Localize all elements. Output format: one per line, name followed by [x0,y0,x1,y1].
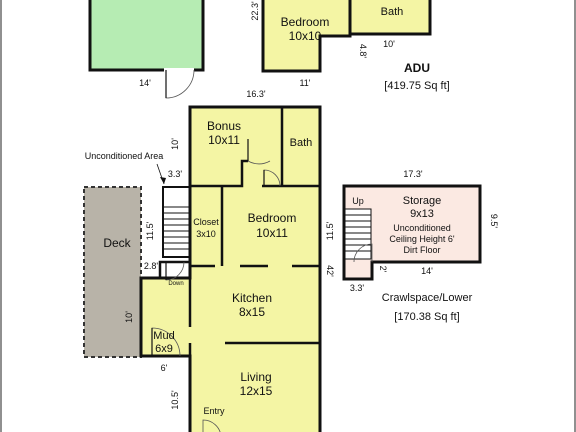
bedroom-label: Bedroom [247,211,297,225]
lower-dim-width: 17.3' [403,169,423,179]
kitchen-label: Kitchen [231,291,273,305]
lower-stair-dim: 11.5' [325,221,336,241]
adu-dim-width: 11' [299,78,311,88]
adu-bedroom-label: Bedroom [280,15,330,29]
crawlspace-title: Crawlspace/Lower [381,292,473,304]
adu-dim-bath: 10' [383,39,395,49]
adu-dim-height: 22.3' [250,1,261,21]
main-dim-width: 16.3' [246,89,266,99]
green-door-swing [165,69,195,99]
up-label: Up [352,196,364,206]
main-bath-label: Bath [289,137,313,149]
kitchen-size: 8x15 [238,305,266,319]
lower-dim-bottom: 14' [421,266,433,276]
lower-dim-height: 9.5' [488,213,499,229]
landing-dim: 2.8' [143,261,159,271]
bonus-size: 10x11 [208,133,240,147]
storage-note-ceiling: Ceiling Height 6' [389,234,455,244]
deck-label: Deck [103,236,131,250]
adu-bath-label: Bath [380,6,404,18]
living-size: 12x15 [239,384,273,398]
adu-area: [419.75 Sq ft] [384,80,450,92]
deck-area [83,186,142,358]
crawlspace-area: [170.38 Sq ft] [394,311,460,323]
bedroom-size: 10x11 [256,226,288,240]
closet-label: Closet [193,217,219,227]
door-leaves [151,139,265,356]
mud-label: Mud [153,330,175,342]
storage-note-unconditioned: Unconditioned [393,223,451,233]
interior-walls [141,107,320,356]
bonus-label: Bonus [206,119,242,133]
main-stairs [162,206,190,258]
green-structure [88,0,205,72]
green-door-gap [164,68,194,72]
mud-dim-height: 10' [124,311,135,323]
storage-size: 9x13 [410,208,434,220]
lower-stair-width: 3.3' [349,283,365,293]
stair-dim-width: 3.3' [167,169,183,179]
mud-size: 6x9 [155,343,173,355]
living-label: Living [240,370,272,384]
closet-size: 3x10 [196,229,216,239]
adu-dim-step: 4.8' [357,43,368,59]
living-dim-height: 10.5' [170,390,181,410]
stair-enclosure [162,186,191,258]
entry-label: Entry [203,406,225,416]
unconditioned-area-label: Unconditioned Area [84,151,164,161]
lower-stairs [344,208,372,260]
storage-note-floor: Dirt Floor [403,245,441,255]
lower-dim-2: 2' [377,265,388,273]
adu-title: ADU [404,61,430,75]
green-dim-width: 14' [139,78,151,88]
main-dim-side: 42' [324,265,335,277]
mud-dim-width: 6' [160,363,168,373]
storage-label: Storage [402,195,442,207]
stair-dim-height: 11.5' [145,221,156,241]
adu-bedroom-size: 10x10 [288,29,322,43]
unconditioned-arrowhead [160,177,166,184]
down-label: Down [168,281,184,287]
lower-door-swing [353,243,373,263]
